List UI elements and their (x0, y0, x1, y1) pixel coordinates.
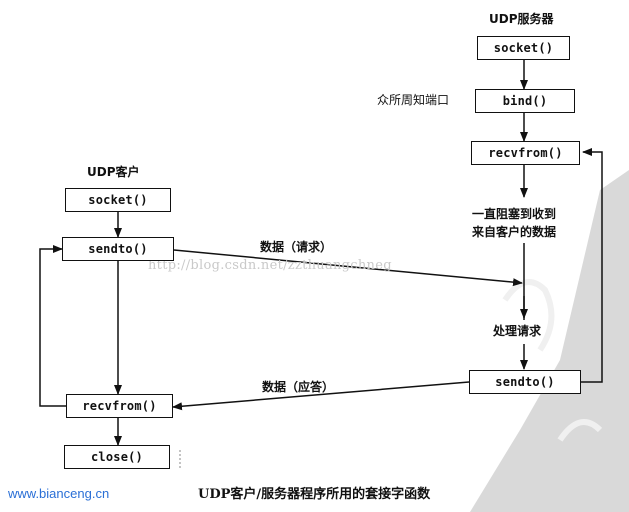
blocking-note-line1: 一直阻塞到收到 (472, 207, 557, 221)
client-socket-box: socket() (65, 188, 171, 212)
process-request-label: 处理请求 (493, 324, 542, 338)
server-sendto-box: sendto() (469, 370, 581, 394)
watermark-shape (557, 419, 603, 442)
watermark-url: http://blog.csdn.net/zzthuangchneg (148, 258, 392, 273)
arrow-reply (172, 381, 470, 411)
server-socket-box: socket() (477, 36, 570, 60)
blocking-note-line2: 来自客户的数据 (472, 225, 557, 239)
watermark-shape (502, 279, 555, 352)
figure-caption: UDP客户/服务器程序所用的套接字函数 (198, 487, 431, 502)
arrow-server-loop-back (581, 148, 603, 383)
site-watermark: www.bianceng.cn (8, 486, 110, 501)
client-title: UDP客户 (87, 165, 140, 179)
watermark-shape (470, 170, 629, 512)
client-sendto-box: sendto() (62, 237, 174, 261)
arrow-client-loop-back (39, 245, 66, 407)
client-recvfrom-box: recvfrom() (66, 394, 173, 418)
reply-data-label: 数据（应答） (262, 380, 335, 394)
well-known-port-label: 众所周知端口 (377, 93, 450, 107)
server-recvfrom-box: recvfrom() (471, 141, 580, 165)
server-title: UDP服务器 (489, 12, 554, 26)
arrow-request (173, 249, 523, 287)
server-bind-box: bind() (475, 89, 575, 113)
client-close-box: close() (64, 445, 170, 469)
request-data-label: 数据（请求） (260, 240, 333, 254)
